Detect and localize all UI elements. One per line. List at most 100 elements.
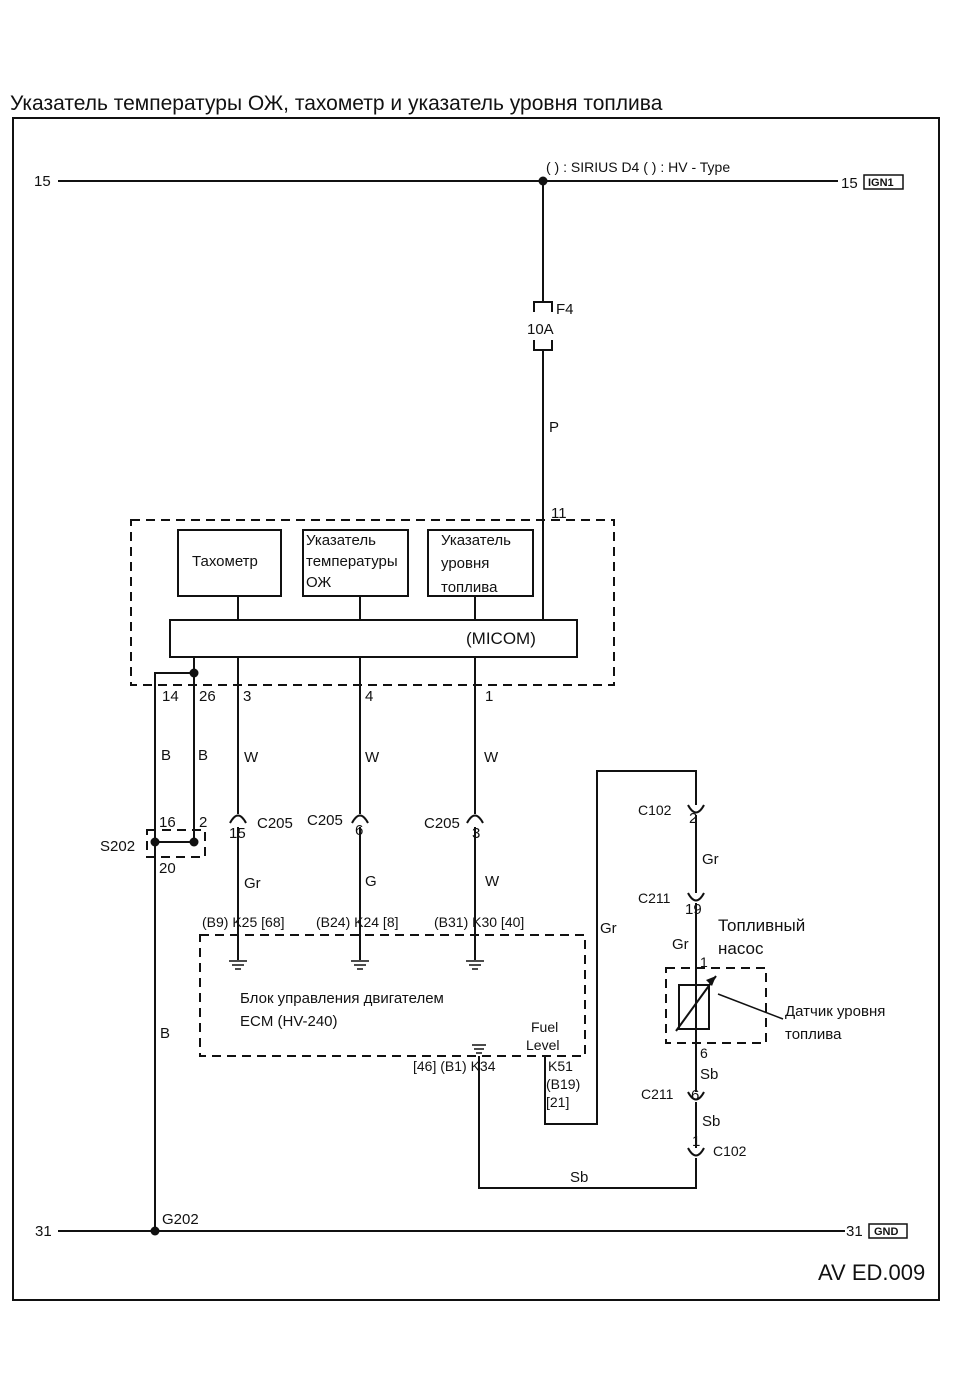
sensor-label-1: Датчик уровня — [785, 1003, 885, 1020]
c102-2-name: C102 — [638, 802, 672, 818]
fuel-pump-label-1: Топливный — [718, 916, 805, 935]
wire-color-sb3: Sb — [702, 1113, 720, 1130]
figure-code: AV ED.009 — [818, 1260, 925, 1285]
ecm-pin-k25: (B9) K25 [68] — [202, 914, 285, 930]
sensor-callout-line — [717, 993, 784, 1020]
wire-gr-k51 — [544, 770, 697, 1125]
tachometer-box — [177, 529, 282, 597]
wire-color-b3: B — [160, 1025, 170, 1042]
ecm-box — [199, 934, 586, 1057]
temp-gauge-line2: температуры — [306, 553, 398, 570]
cluster-pin-1: 1 — [485, 688, 493, 705]
ground-label-g202: G202 — [162, 1211, 199, 1228]
ecm-ground-symbol-1 — [229, 960, 247, 970]
fuel-pump-box — [665, 967, 767, 1044]
tachometer-label: Тахометр — [192, 553, 258, 570]
cluster-pin-26: 26 — [199, 688, 216, 705]
wire-color-gr1: Gr — [244, 875, 261, 892]
connector-c211-19 — [687, 892, 705, 902]
c102-1-pin: 1 — [692, 1133, 700, 1150]
wire-color-sb2: Sb — [700, 1066, 718, 1083]
fuel-gauge-line2: уровня — [441, 555, 489, 572]
connector-c205-3 — [466, 814, 484, 824]
fuel-gauge-line1: Указатель — [441, 532, 511, 549]
fuse-rating: 10A — [527, 321, 554, 338]
wire-color-b1: B — [161, 747, 171, 764]
c205-3-pin: 3 — [472, 825, 480, 842]
ecm-pin-k51: K51 — [548, 1058, 573, 1074]
wire-color-sb1: Sb — [570, 1169, 588, 1186]
temp-gauge-box — [302, 529, 409, 597]
splice-name: S202 — [100, 838, 135, 855]
ecm-ground-symbol-3 — [466, 960, 484, 970]
fuse-name: F4 — [556, 301, 574, 318]
fuse-f4: F4 10A — [527, 301, 574, 351]
diagram-frame — [12, 117, 940, 1301]
ecm-ground-k34-symbol — [472, 1044, 486, 1054]
fuel-gauge-line3: топлива — [441, 579, 498, 596]
rail-15-right-label: 15 — [841, 175, 858, 192]
wire-color-w4: W — [485, 873, 500, 890]
connector-c205-6 — [351, 814, 369, 824]
cluster-pin-3: 3 — [243, 688, 251, 705]
fuel-gauge-box — [427, 529, 534, 597]
wire-b-14 — [154, 672, 194, 1231]
splice-pin-16: 16 — [159, 814, 176, 831]
fuel-pump-label-2: насос — [718, 939, 764, 958]
ecm-pin-b19: (B19) — [546, 1076, 580, 1092]
connector-c205-15 — [229, 814, 247, 824]
ecm-label-line1: Блок управления двигателем — [240, 990, 444, 1007]
splice-dot-left — [150, 837, 160, 847]
wire-color-gr2: Gr — [600, 920, 617, 937]
c102-1-name: C102 — [713, 1143, 747, 1159]
instrument-cluster — [130, 519, 615, 686]
temp-gauge-line1: Указатель — [306, 532, 376, 549]
ecm-fuel-level-2: Level — [526, 1037, 559, 1053]
type-legend: ( ) : SIRIUS D4 ( ) : HV - Type — [546, 159, 730, 175]
wire-color-gr3: Gr — [702, 851, 719, 868]
c211-19-name: C211 — [638, 890, 671, 906]
ign1-tag-box — [863, 174, 904, 190]
gnd-tag: GND — [874, 1226, 899, 1238]
fuel-pump-pin-6: 6 — [700, 1045, 708, 1061]
splice-s202 — [146, 829, 206, 858]
wire-color-w2: W — [365, 749, 380, 766]
wire-color-b2: B — [198, 747, 208, 764]
ground-junction-g202 — [150, 1226, 160, 1236]
cluster-pin-14: 14 — [162, 688, 179, 705]
c205-6-name: C205 — [307, 812, 343, 829]
ecm-label-line2: ECM (HV-240) — [240, 1013, 338, 1030]
rail-15-left-label: 15 — [34, 173, 51, 190]
c211-19-pin: 19 — [685, 901, 702, 918]
c211-6-pin: 6 — [691, 1087, 699, 1104]
cluster-pin-11: 11 — [551, 505, 567, 522]
wire-color-p: P — [549, 419, 559, 436]
wire-color-w3: W — [484, 749, 499, 766]
micom-label: (MICOM) — [466, 629, 536, 648]
c211-6-name: C211 — [641, 1086, 674, 1102]
ecm-pin-k24: (B24) K24 [8] — [316, 914, 399, 930]
wire-sb-k34 — [478, 1056, 697, 1189]
junction-micom-ground — [189, 668, 199, 678]
cluster-pin-4: 4 — [365, 688, 373, 705]
c205-15-name: C205 — [257, 815, 293, 832]
rail-31-right-label: 31 — [846, 1223, 863, 1240]
ecm-pin-k34: [46] (B1) K34 — [413, 1058, 496, 1074]
connector-c102-1 — [687, 1147, 705, 1157]
wire-color-gr4: Gr — [672, 936, 689, 953]
diagram-title: Указатель температуры ОЖ, тахометр и ука… — [10, 92, 663, 115]
ecm-fuel-level-1: Fuel — [531, 1019, 558, 1035]
rail-31-left-label: 31 — [35, 1223, 52, 1240]
connector-c102-2 — [687, 804, 705, 814]
connector-c211-6 — [687, 1091, 705, 1101]
sensor-label-2: топлива — [785, 1026, 842, 1043]
fuel-level-sensor-resistor — [675, 975, 717, 1032]
micom-bar — [169, 619, 578, 658]
splice-dot-right — [189, 837, 199, 847]
c102-2-pin: 2 — [689, 810, 697, 827]
ign1-tag: IGN1 — [868, 177, 894, 189]
splice-pin-2: 2 — [199, 814, 207, 831]
fuel-pump-pin-1: 1 — [700, 954, 708, 970]
c205-3-name: C205 — [424, 815, 460, 832]
